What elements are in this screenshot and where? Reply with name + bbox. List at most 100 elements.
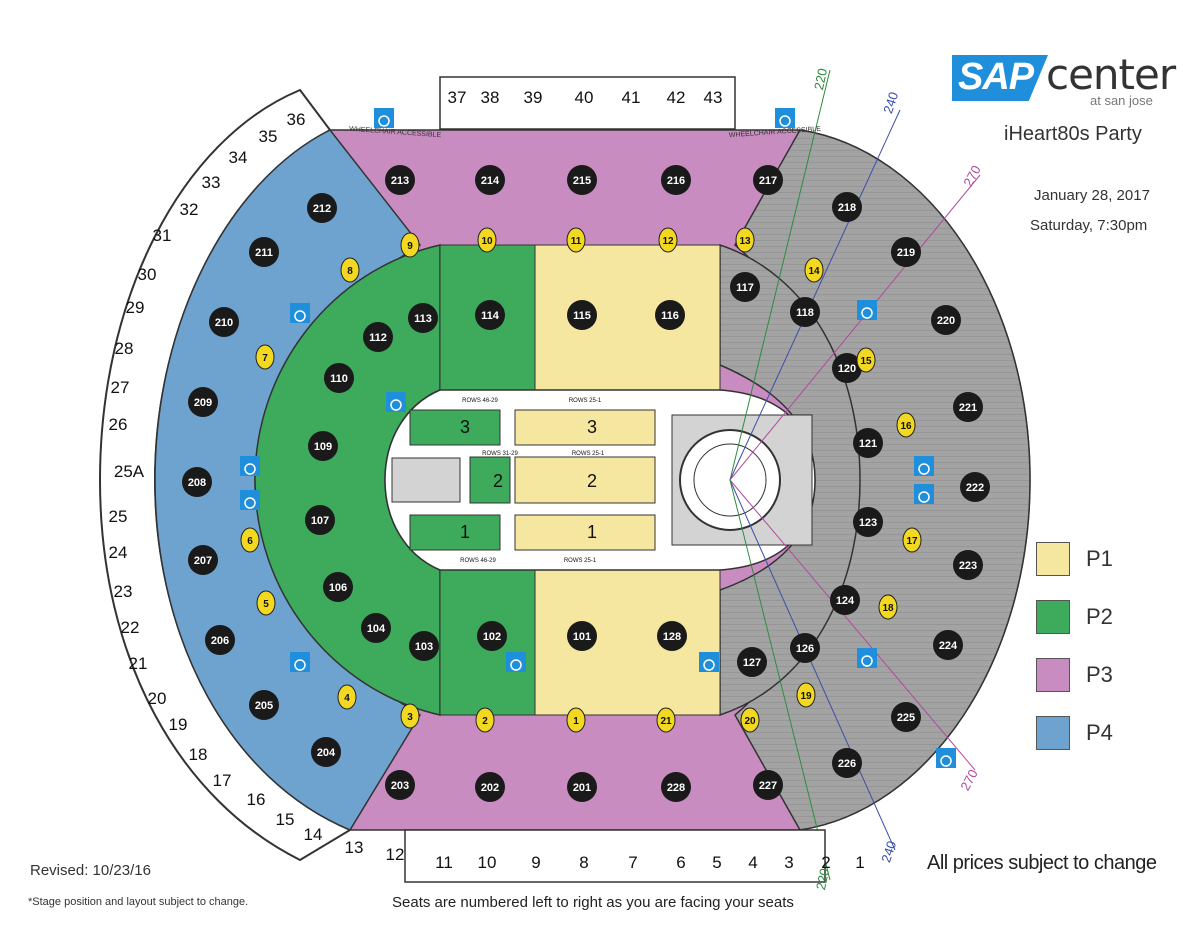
wheelchair-icon-wheel — [779, 115, 791, 127]
section-106-circle — [323, 572, 353, 602]
section-205-circle — [249, 690, 279, 720]
vomitory-number: 15 — [860, 356, 872, 367]
section-205[interactable]: 205 — [249, 690, 279, 720]
section-109[interactable]: 109 — [308, 431, 338, 461]
wheelchair-icon-wheel — [510, 659, 522, 671]
suite-box: 20 — [148, 689, 167, 708]
section-112[interactable]: 112 — [363, 322, 393, 352]
legend-swatch — [1036, 658, 1070, 692]
wheelchair-icon-bg — [914, 456, 934, 476]
logo-location: at san jose — [1090, 93, 1153, 108]
section-115[interactable]: 115 — [567, 300, 597, 330]
section-128[interactable]: 128 — [657, 621, 687, 651]
section-222[interactable]: 222 — [960, 472, 990, 502]
section-214[interactable]: 214 — [475, 165, 505, 195]
suite-box: 1 — [855, 853, 864, 872]
section-114[interactable]: 114 — [475, 300, 505, 330]
section-201[interactable]: 201 — [567, 772, 597, 802]
section-206-label: 206 — [211, 635, 229, 647]
section-220[interactable]: 220 — [931, 305, 961, 335]
wheelchair-icon — [914, 484, 934, 504]
section-225-circle — [891, 702, 921, 732]
sightline-240-label: 240 — [880, 90, 901, 115]
section-103[interactable]: 103 — [409, 631, 439, 661]
section-213[interactable]: 213 — [385, 165, 415, 195]
sightline-220-b — [729, 479, 831, 881]
wheelchair-icon-wheel — [703, 659, 715, 671]
section-210[interactable]: 210 — [209, 307, 239, 337]
section-101-circle — [567, 621, 597, 651]
section-208[interactable]: 208 — [182, 467, 212, 497]
section-221[interactable]: 221 — [953, 392, 983, 422]
suite-box: 3 — [784, 853, 793, 872]
floor-rows-label: ROWS 31-29 — [482, 451, 518, 457]
section-222-label: 222 — [966, 482, 984, 494]
section-101[interactable]: 101 — [567, 621, 597, 651]
sightline-270b-label: 270 — [957, 767, 980, 793]
section-124[interactable]: 124 — [830, 585, 860, 615]
section-226[interactable]: 226 — [832, 748, 862, 778]
section-225[interactable]: 225 — [891, 702, 921, 732]
section-110[interactable]: 110 — [324, 363, 354, 393]
section-127[interactable]: 127 — [737, 647, 767, 677]
section-102-circle — [477, 621, 507, 651]
sightline-240 — [729, 109, 901, 481]
section-116[interactable]: 116 — [655, 300, 685, 330]
section-203-label: 203 — [391, 780, 409, 792]
floor-section-number: 1 — [587, 522, 597, 542]
section-117[interactable]: 117 — [730, 272, 760, 302]
vomitory-7 — [255, 344, 275, 370]
suite-box: 25 — [109, 507, 128, 526]
section-211[interactable]: 211 — [249, 237, 279, 267]
section-212[interactable]: 212 — [307, 193, 337, 223]
vomitory-marker — [475, 707, 495, 733]
section-113[interactable]: 113 — [408, 303, 438, 333]
section-107[interactable]: 107 — [305, 505, 335, 535]
section-216[interactable]: 216 — [661, 165, 691, 195]
section-213-circle — [385, 165, 415, 195]
suite-box: 2 — [821, 853, 830, 872]
section-218[interactable]: 218 — [832, 192, 862, 222]
wheelchair-icon-wheel — [918, 491, 930, 503]
section-223[interactable]: 223 — [953, 550, 983, 580]
vomitory-marker — [896, 412, 916, 438]
legend-swatch — [1036, 542, 1070, 576]
suite-box: 5 — [712, 853, 721, 872]
section-118[interactable]: 118 — [790, 297, 820, 327]
section-218-circle — [832, 192, 862, 222]
section-202[interactable]: 202 — [475, 772, 505, 802]
section-219[interactable]: 219 — [891, 237, 921, 267]
vomitory-marker — [856, 347, 876, 373]
section-104[interactable]: 104 — [361, 613, 391, 643]
section-102[interactable]: 102 — [477, 621, 507, 651]
section-211-label: 211 — [255, 247, 273, 259]
section-227[interactable]: 227 — [753, 770, 783, 800]
section-209-label: 209 — [194, 397, 212, 409]
vomitory-16 — [896, 412, 916, 438]
section-217[interactable]: 217 — [753, 165, 783, 195]
section-120[interactable]: 120 — [832, 353, 862, 383]
wheelchair-icon-wheel — [294, 310, 306, 322]
vomitory-4 — [337, 684, 357, 710]
section-207[interactable]: 207 — [188, 545, 218, 575]
vomitory-11 — [566, 227, 586, 253]
wheelchair-icon-wheel — [244, 463, 256, 475]
suite-box: 25A — [114, 462, 145, 481]
wheelchair-icon — [857, 648, 877, 668]
section-215[interactable]: 215 — [567, 165, 597, 195]
legend-item-p1: P1 — [1036, 541, 1113, 577]
section-106[interactable]: 106 — [323, 572, 353, 602]
section-206[interactable]: 206 — [205, 625, 235, 655]
section-222-circle — [960, 472, 990, 502]
section-209[interactable]: 209 — [188, 387, 218, 417]
section-228[interactable]: 228 — [661, 772, 691, 802]
section-203[interactable]: 203 — [385, 770, 415, 800]
section-224[interactable]: 224 — [933, 630, 963, 660]
section-210-label: 210 — [215, 317, 233, 329]
section-121[interactable]: 121 — [853, 428, 883, 458]
section-204[interactable]: 204 — [311, 737, 341, 767]
section-123[interactable]: 123 — [853, 507, 883, 537]
section-102-label: 102 — [483, 631, 501, 643]
section-126[interactable]: 126 — [790, 633, 820, 663]
section-216-label: 216 — [667, 175, 685, 187]
